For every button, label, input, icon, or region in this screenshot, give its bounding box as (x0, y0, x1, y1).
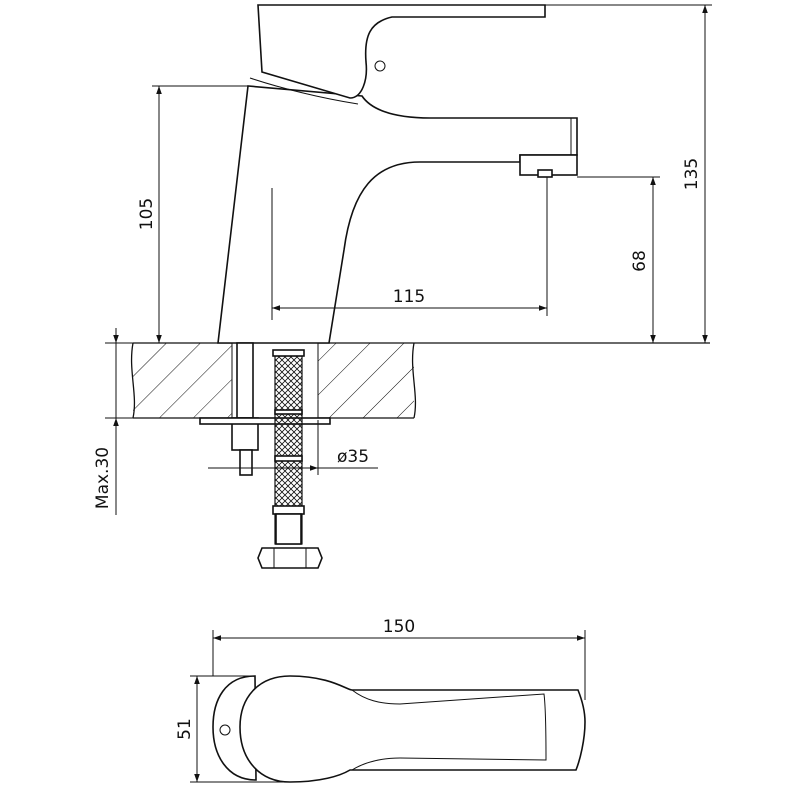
countertop-section (130, 342, 710, 419)
dimension-overall-height: 135 (545, 4, 712, 343)
faucet-top-view (212, 675, 586, 783)
aerator (519, 118, 578, 178)
label-68: 68 (630, 250, 650, 272)
label-150: 150 (383, 617, 415, 637)
lever-handle (249, 4, 546, 105)
label-115: 115 (393, 287, 425, 307)
label-diameter-35: ø35 (337, 447, 369, 467)
label-135: 135 (682, 158, 702, 190)
mounting-stud (208, 342, 259, 476)
dimension-max-thickness: Max.30 (93, 328, 133, 515)
dimension-body-height: 105 (137, 85, 248, 343)
dimension-spout-reach: 115 (272, 177, 548, 316)
dimension-hole-diameter: ø35 (245, 420, 378, 475)
hose-nut (257, 547, 323, 569)
label-105: 105 (137, 198, 157, 230)
label-max-30: Max.30 (93, 447, 113, 509)
dimension-top-width: 51 (175, 675, 290, 783)
dimension-spout-height: 68 (577, 176, 660, 343)
label-51: 51 (175, 718, 195, 740)
dimension-top-length: 150 (212, 617, 586, 700)
flexible-hose (272, 349, 305, 545)
faucet-side-view (217, 4, 578, 344)
mounting-washer (199, 417, 331, 425)
